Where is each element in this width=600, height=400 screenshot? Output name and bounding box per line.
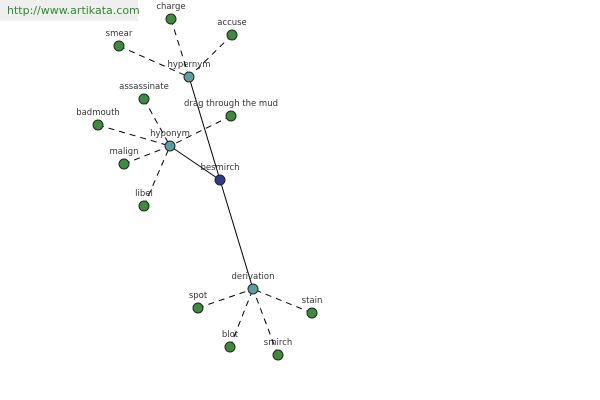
graph-edges (97, 18, 313, 356)
edge-malign-to-hyponym (123, 145, 171, 165)
word-node-smirch[interactable] (272, 349, 284, 361)
edge-assassinate-to-hyponym (143, 98, 171, 147)
word-node-assassinate[interactable] (138, 93, 150, 105)
word-label-drag-through-the-mud: drag through the mud (184, 99, 278, 109)
root-label: besmirch (200, 163, 239, 173)
root-node-besmirch[interactable] (214, 174, 226, 186)
edge-hyponym-to-root (169, 145, 221, 181)
word-node-libel[interactable] (138, 200, 150, 212)
relation-node-hyponym[interactable] (164, 140, 176, 152)
word-label-stain: stain (302, 296, 323, 306)
edge-smirch-to-derivation (252, 288, 279, 356)
word-label-badmouth: badmouth (76, 108, 120, 118)
relation-node-derivation[interactable] (247, 283, 259, 295)
graph-nodes (92, 13, 318, 361)
word-label-smear: smear (106, 29, 133, 39)
word-node-drag-through-the-mud[interactable] (225, 110, 237, 122)
edge-badmouth-to-hyponym (97, 124, 171, 147)
word-label-spot: spot (189, 291, 208, 301)
word-label-assassinate: assassinate (119, 82, 169, 92)
word-label-accuse: accuse (217, 18, 247, 28)
edge-spot-to-derivation (197, 288, 254, 309)
word-label-charge: charge (156, 2, 185, 12)
site-watermark[interactable]: http://www.artikata.com (0, 0, 140, 21)
relation-label-hyponym: hyponym (150, 129, 190, 139)
edge-accuse-to-hypernym (188, 34, 233, 78)
word-node-badmouth[interactable] (92, 119, 104, 131)
edge-drag-through-the-mud-to-hyponym (169, 115, 232, 147)
word-node-blot[interactable] (224, 341, 236, 353)
word-node-stain[interactable] (306, 307, 318, 319)
graph-labels: besmirch hypernym charge accuse smear hyponym… (76, 2, 322, 348)
relation-node-hypernym[interactable] (183, 71, 195, 83)
word-label-malign: malign (110, 147, 139, 157)
word-label-blot: blot (222, 330, 239, 340)
word-label-libel: libel (135, 189, 153, 199)
word-node-spot[interactable] (192, 302, 204, 314)
edge-smear-to-hypernym (118, 45, 190, 78)
word-node-accuse[interactable] (226, 29, 238, 41)
word-node-malign[interactable] (118, 158, 130, 170)
relation-label-derivation: derivation (231, 272, 274, 282)
relation-label-hypernym: hypernym (167, 60, 210, 70)
word-label-smirch: smirch (264, 338, 292, 348)
word-node-charge[interactable] (165, 13, 177, 25)
edge-derivation-to-root (219, 179, 254, 290)
word-node-smear[interactable] (113, 40, 125, 52)
edge-hypernym-to-root (188, 76, 221, 181)
